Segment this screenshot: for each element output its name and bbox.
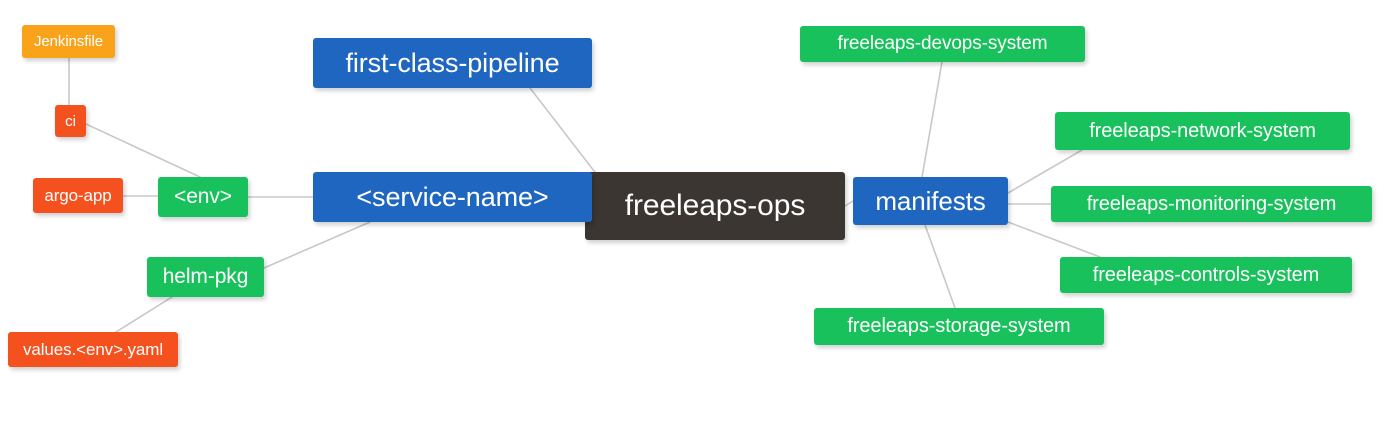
mindmap-node-values[interactable]: values.<env>.yaml — [8, 332, 178, 367]
edge-helm-to-values — [115, 296, 173, 333]
node-label: freeleaps-devops-system — [837, 33, 1048, 54]
mindmap-node-argo[interactable]: argo-app — [33, 178, 123, 213]
node-label: <service-name> — [356, 181, 549, 212]
edge-manifests-to-storage — [924, 224, 956, 309]
mindmap-node-jenkinsfile[interactable]: Jenkinsfile — [22, 25, 115, 58]
edge-manifests-to-network — [1007, 149, 1083, 194]
mindmap-node-storage[interactable]: freeleaps-storage-system — [814, 308, 1104, 345]
edge-manifests-to-devops — [921, 61, 943, 178]
mindmap-node-network[interactable]: freeleaps-network-system — [1055, 112, 1350, 150]
mindmap-node-pipeline[interactable]: first-class-pipeline — [313, 38, 592, 88]
mindmap-node-env[interactable]: <env> — [158, 177, 248, 217]
mindmap-node-devops[interactable]: freeleaps-devops-system — [800, 26, 1085, 62]
node-label: freeleaps-storage-system — [847, 315, 1071, 337]
mindmap-node-ci[interactable]: ci — [55, 105, 86, 137]
node-label: values.<env>.yaml — [22, 339, 164, 359]
node-label: <env> — [174, 185, 232, 208]
node-label: manifests — [875, 185, 986, 216]
mindmap-node-service[interactable]: <service-name> — [313, 172, 592, 222]
node-label: ci — [65, 112, 76, 130]
edge-root-to-pipeline — [529, 87, 602, 181]
node-label: Jenkinsfile — [34, 33, 103, 50]
mindmap-node-monitoring[interactable]: freeleaps-monitoring-system — [1051, 186, 1372, 222]
mindmap-node-root[interactable]: freeleaps-ops — [585, 172, 845, 240]
edge-root-to-manifests — [844, 200, 854, 207]
mindmap-node-manifests[interactable]: manifests — [853, 177, 1008, 225]
edge-service-to-helm — [263, 221, 371, 269]
mindmap-node-helm[interactable]: helm-pkg — [147, 257, 264, 297]
node-label: freeleaps-monitoring-system — [1086, 192, 1337, 215]
edge-env-to-ci — [85, 123, 201, 178]
node-label: helm-pkg — [162, 265, 249, 288]
node-label: freeleaps-controls-system — [1092, 263, 1320, 286]
node-label: first-class-pipeline — [345, 47, 560, 78]
mindmap-node-controls[interactable]: freeleaps-controls-system — [1060, 257, 1352, 293]
edge-manifests-to-controls — [1007, 221, 1101, 258]
node-label: freeleaps-ops — [624, 189, 806, 222]
node-label: argo-app — [44, 185, 112, 205]
node-label: freeleaps-network-system — [1089, 119, 1316, 142]
